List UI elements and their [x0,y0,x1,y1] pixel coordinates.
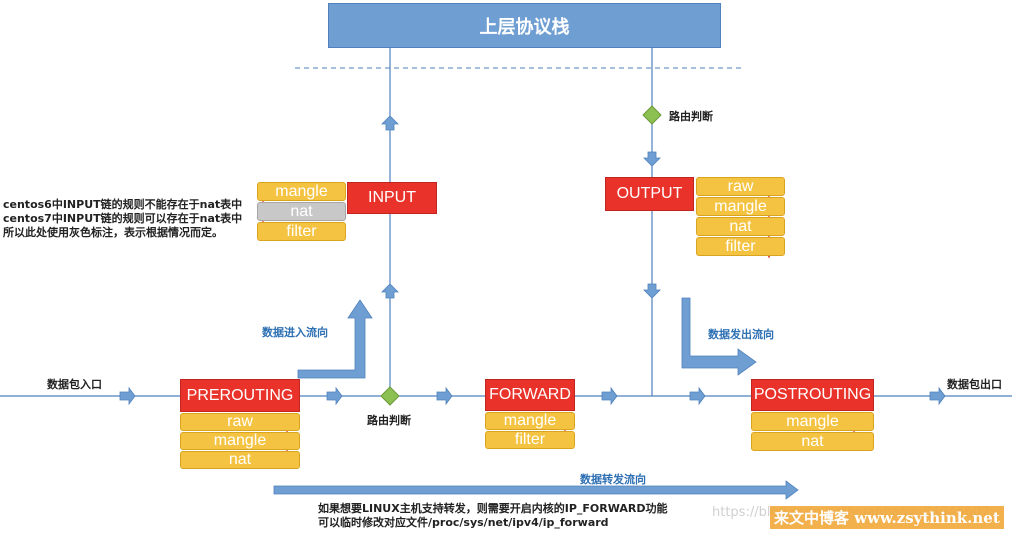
output-table-raw: raw [696,177,785,196]
output-down-arrow-1 [643,151,661,167]
ip-forward-note: 如果想要LINUX主机支持转发，则需要开启内核的IP_FORWARD功能 可以临… [318,502,708,530]
input-note-line-3: 所以此处使用灰色标注，表示根据情况而定。 [3,226,223,239]
input-note-line-2: centos7中INPUT链的规则可以存在于nat表中 [3,212,243,225]
input-table-nat: nat [257,202,346,221]
packet-in-label: 数据包入口 [47,378,102,391]
outgoing-flow-label: 数据发出流向 [708,328,774,341]
incoming-flow-arrow [297,299,373,379]
incoming-flow-label: 数据进入流向 [262,326,328,339]
postrouting-table-nat: nat [751,432,874,451]
route-decision-label-top: 路由判断 [669,110,713,123]
packet-out-label: 数据包出口 [947,378,1002,391]
forward-table-filter: filter [485,431,575,449]
prerouting-table-raw: raw [180,413,300,431]
chain-input: INPUT [347,182,437,214]
forward-note-line-1: 如果想要LINUX主机支持转发，则需要开启内核的IP_FORWARD功能 [318,502,668,515]
path-arrow-5 [689,386,706,406]
path-arrow-3 [436,386,453,406]
forward-flow-label: 数据转发流向 [580,473,646,486]
input-up-arrow-1 [381,115,399,131]
forward-flow-arrow [273,480,799,500]
input-table-mangle: mangle [257,182,346,201]
route-decision-label-bottom: 路由判断 [367,414,411,427]
forward-note-line-2: 可以临时修改对应文件/proc/sys/net/ipv4/ip_forward [318,516,609,529]
input-table-filter: filter [257,222,346,241]
route-decision-diamond-bottom [380,386,400,406]
chain-postrouting: POSTROUTING [751,379,874,411]
path-arrow-4 [601,386,618,406]
path-arrow-6 [929,386,946,406]
path-arrow-1 [119,386,136,406]
chain-prerouting: PREROUTING [180,379,300,412]
forward-table-mangle: mangle [485,412,575,430]
route-decision-diamond-top [642,105,662,125]
chain-forward: FORWARD [485,379,575,411]
input-nat-note: centos6中INPUT链的规则不能存在于nat表中 centos7中INPU… [3,198,255,240]
outgoing-flow-arrow [681,297,757,376]
path-arrow-2 [326,386,343,406]
output-table-mangle: mangle [696,197,785,216]
prerouting-table-mangle: mangle [180,432,300,450]
zsythink-watermark: 来文中博客 www.zsythink.net [770,506,1004,529]
upper-protocol-stack: 上层协议栈 [328,3,721,48]
output-table-filter: filter [696,237,785,256]
chain-output: OUTPUT [605,177,694,211]
input-up-arrow-2 [381,283,399,299]
output-table-nat: nat [696,217,785,236]
output-down-arrow-2 [643,283,661,299]
input-note-line-1: centos6中INPUT链的规则不能存在于nat表中 [3,198,243,211]
prerouting-table-nat: nat [180,451,300,469]
postrouting-table-mangle: mangle [751,412,874,431]
